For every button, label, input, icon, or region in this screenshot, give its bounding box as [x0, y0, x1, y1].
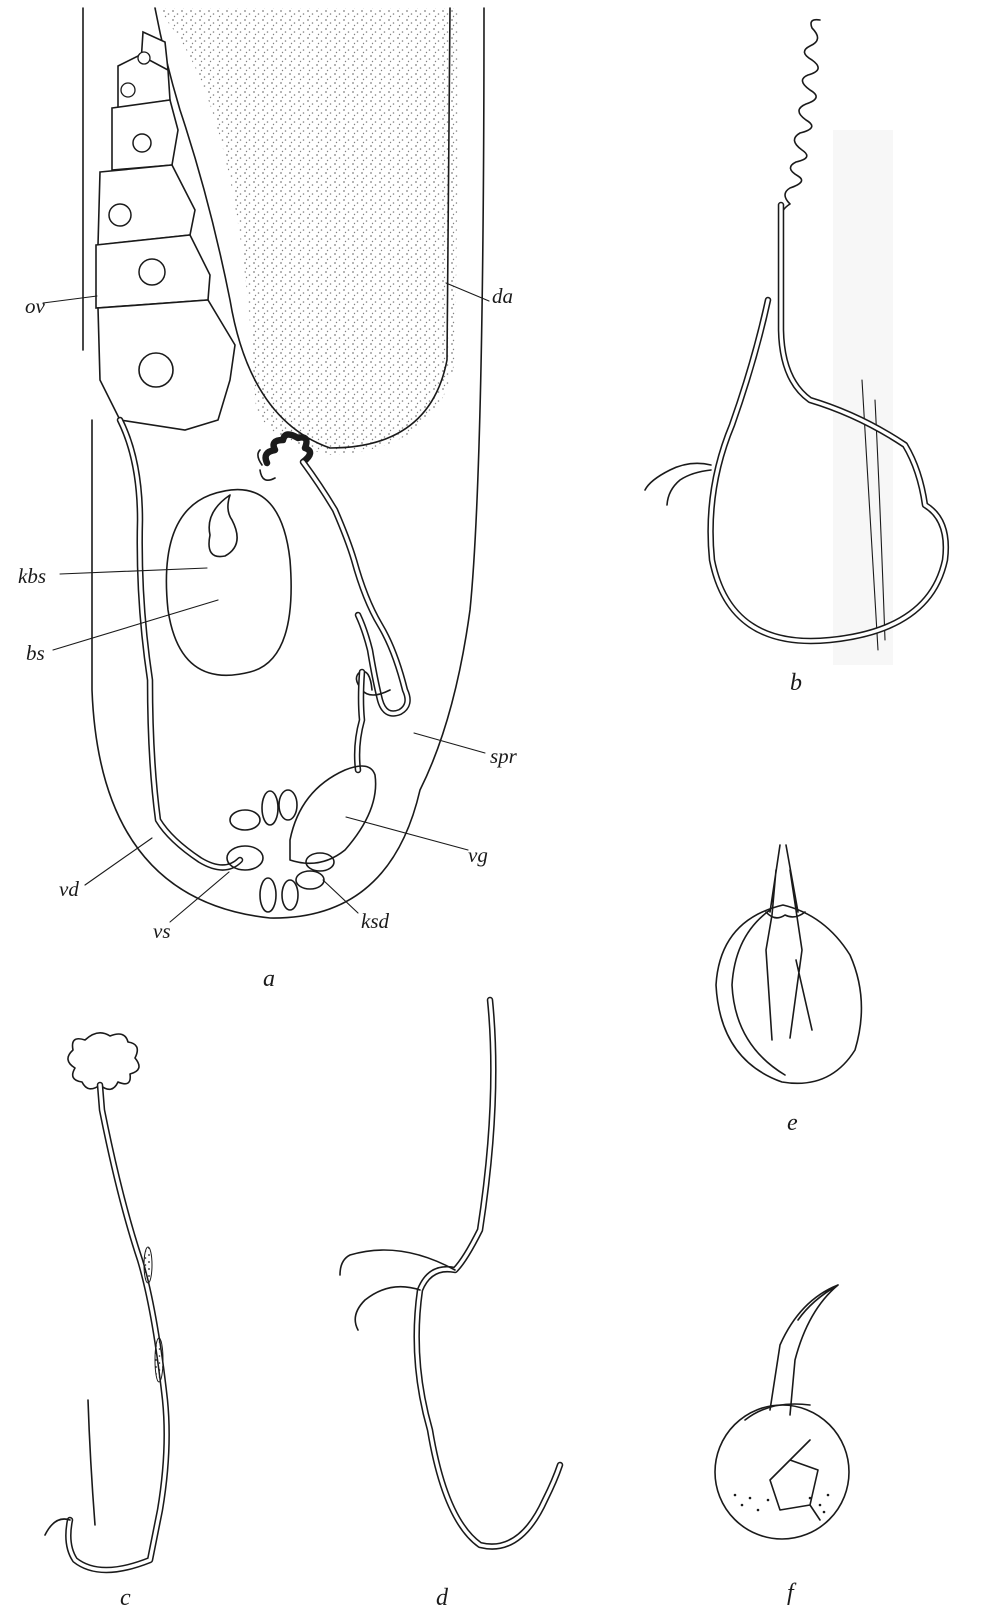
vagina-vg	[290, 766, 376, 863]
label-ov: ov	[25, 294, 46, 318]
vas-deferens-vd	[120, 420, 240, 868]
label-da: da	[492, 284, 513, 308]
glands-ksd	[230, 790, 334, 912]
label-bs: bs	[26, 641, 45, 665]
panel-e-drawing	[716, 845, 861, 1083]
label-vd: vd	[59, 877, 79, 901]
panel-d-drawing	[340, 1000, 560, 1547]
label-vs: vs	[153, 919, 171, 943]
panel-f-drawing	[715, 1285, 849, 1539]
panel-a-drawing	[43, 8, 489, 922]
bursa-bs	[166, 490, 291, 676]
panel-label-d: d	[436, 1585, 449, 1611]
panel-label-e: e	[787, 1110, 798, 1136]
label-vg: vg	[468, 843, 488, 867]
panel-label-b: b	[790, 670, 802, 696]
panel-label-c: c	[120, 1585, 131, 1611]
panel-label-f: f	[787, 1580, 797, 1606]
label-kbs: kbs	[18, 564, 46, 588]
label-spr: spr	[490, 744, 518, 768]
panel-b-drawing	[645, 20, 946, 665]
panel-label-a: a	[263, 966, 275, 992]
seminal-vesicle-vs	[227, 846, 263, 870]
label-ksd: ksd	[361, 909, 389, 933]
spermatheca-spr	[258, 434, 408, 770]
panel-c-drawing	[45, 1033, 167, 1570]
